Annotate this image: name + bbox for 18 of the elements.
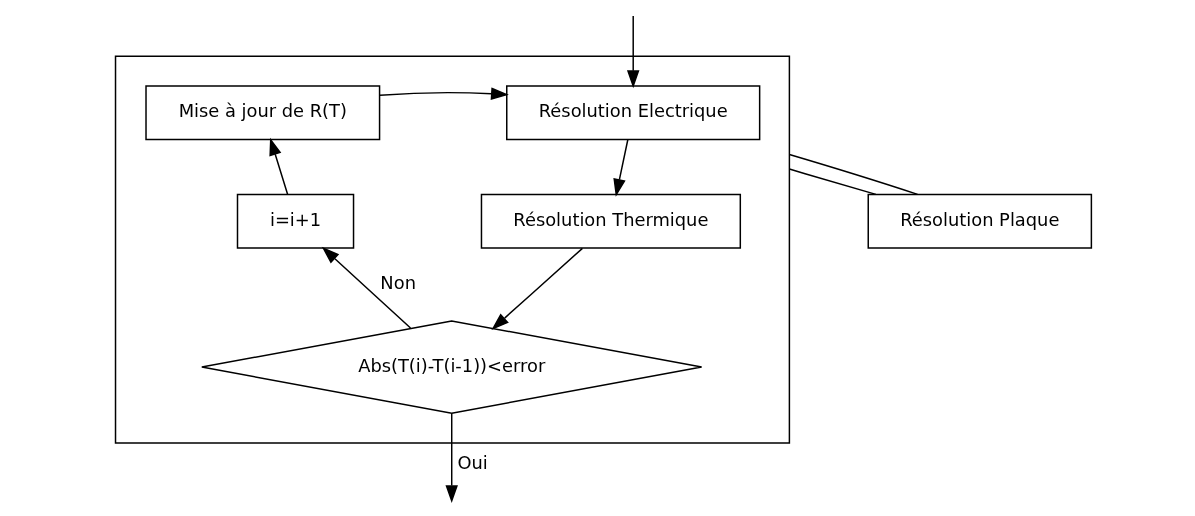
arrow <box>379 86 509 100</box>
edge-label: Oui <box>457 451 488 473</box>
connector <box>788 167 877 195</box>
arrow <box>491 247 584 330</box>
cluster <box>114 54 791 444</box>
node-box: Résolution Thermique <box>480 193 742 249</box>
arrow <box>445 412 458 503</box>
node-diamond: Abs(T(i)-T(i-1))<error <box>201 319 703 414</box>
arrow <box>269 137 289 195</box>
arrow <box>321 246 412 329</box>
edge-label: Non <box>380 271 416 293</box>
node-box: i=i+1 <box>236 193 355 249</box>
node-box: Mise à jour de R(T) <box>145 84 381 140</box>
connector <box>788 153 919 195</box>
node-box: Résolution Electrique <box>506 84 761 140</box>
node-box: Résolution Plaque <box>867 193 1093 249</box>
arrow <box>613 138 629 197</box>
arrow <box>626 14 640 88</box>
